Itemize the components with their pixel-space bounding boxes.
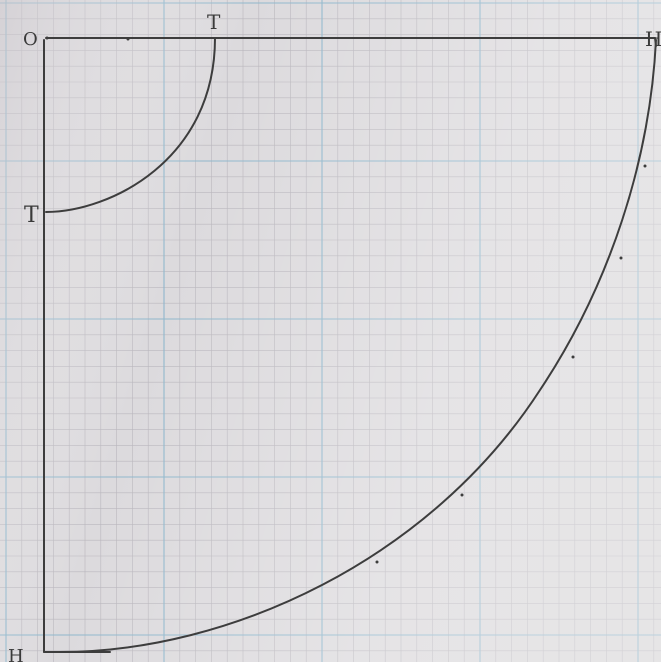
label-left-end: T [24,203,39,228]
tick-mark [375,560,379,564]
tick-mark [571,355,575,359]
label-bottom-end: H [8,646,24,662]
pencil-lines [43,37,657,653]
tick-mark [460,493,464,497]
label-top-end: T [207,10,221,34]
outer-curve [59,39,657,653]
right-corner [654,37,657,47]
inner-curve [45,37,216,213]
label-origin: O [23,29,38,50]
tick-mark [126,37,130,41]
tick-mark [619,256,623,260]
tick-mark [643,164,647,168]
tick-marks [45,36,647,564]
tick-mark [45,36,49,40]
label-right-end: H [645,27,661,51]
